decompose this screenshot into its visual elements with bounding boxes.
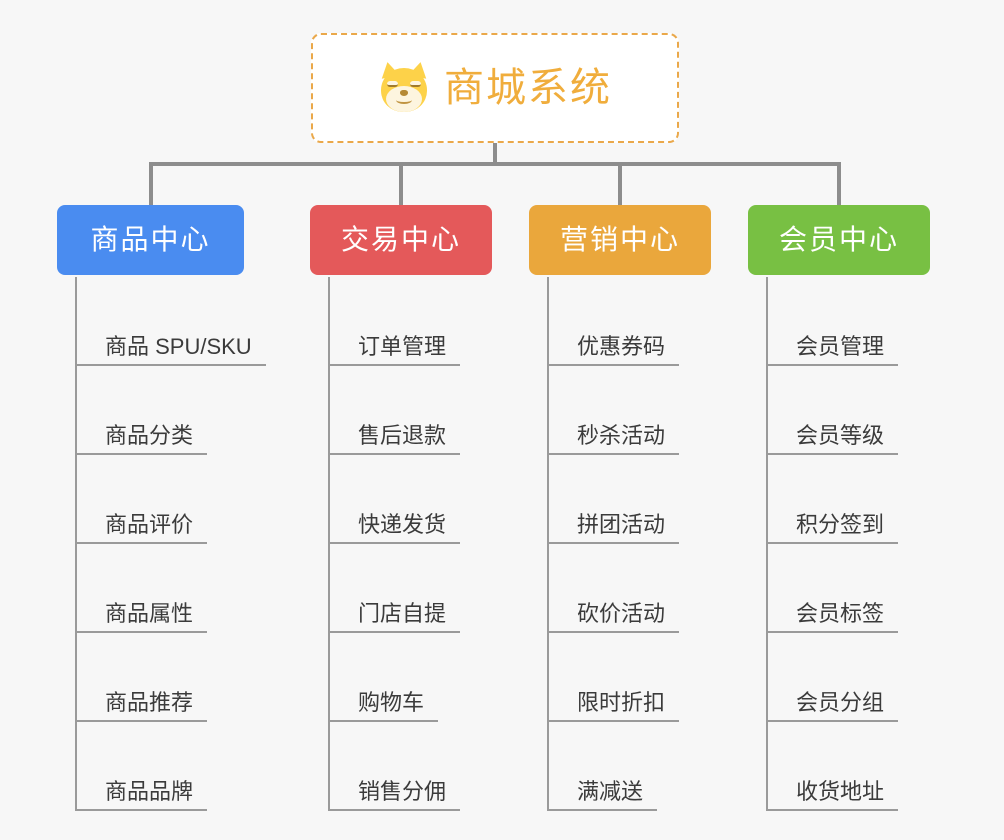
leaf-item[interactable]: 商品分类 bbox=[75, 366, 213, 455]
category-box-member-center[interactable]: 会员中心 bbox=[748, 205, 930, 275]
leaf-spine-marketing-center bbox=[547, 277, 549, 811]
leaf-item[interactable]: 门店自提 bbox=[328, 544, 466, 633]
category-box-trade-center[interactable]: 交易中心 bbox=[310, 205, 492, 275]
leaf-item-label: 商品品牌 bbox=[105, 779, 194, 804]
leaf-item-underline bbox=[766, 631, 898, 633]
leaf-item[interactable]: 限时折扣 bbox=[547, 633, 685, 722]
leaf-spine-product-center bbox=[75, 277, 77, 811]
leaf-item-label: 收货地址 bbox=[796, 779, 885, 804]
leaf-item[interactable]: 商品 SPU/SKU bbox=[75, 277, 272, 366]
leaf-spine-trade-center bbox=[328, 277, 330, 811]
leaf-item-underline bbox=[547, 364, 679, 366]
leaf-item-label: 秒杀活动 bbox=[577, 423, 666, 448]
leaf-spine-member-center bbox=[766, 277, 768, 811]
leaf-item-label: 拼团活动 bbox=[577, 512, 666, 537]
leaf-item-underline bbox=[328, 720, 438, 722]
leaf-item-underline bbox=[547, 453, 679, 455]
connector-branch-marketing-center bbox=[618, 162, 622, 205]
category-box-marketing-center[interactable]: 营销中心 bbox=[529, 205, 711, 275]
leaf-item-label: 快递发货 bbox=[358, 512, 447, 537]
leaf-item-label: 会员分组 bbox=[796, 690, 885, 715]
leaf-item-underline bbox=[766, 720, 898, 722]
leaf-item-underline bbox=[328, 542, 460, 544]
leaf-item[interactable]: 售后退款 bbox=[328, 366, 466, 455]
leaf-item-underline bbox=[75, 631, 207, 633]
root-node-mall-system[interactable]: 商城系统 bbox=[311, 33, 679, 143]
leaf-item-underline bbox=[328, 364, 460, 366]
leaf-item-underline bbox=[766, 364, 898, 366]
leaf-item-label: 商品属性 bbox=[105, 601, 194, 626]
connector-horizontal-bus bbox=[148, 162, 841, 166]
leaf-item-label: 会员管理 bbox=[796, 334, 885, 359]
leaf-item[interactable]: 订单管理 bbox=[328, 277, 466, 366]
leaf-item-underline bbox=[75, 542, 207, 544]
leaf-item[interactable]: 商品属性 bbox=[75, 544, 213, 633]
leaf-item-label: 满减送 bbox=[577, 779, 644, 804]
leaf-item-underline bbox=[75, 453, 207, 455]
leaf-item-label: 会员等级 bbox=[796, 423, 885, 448]
leaf-item[interactable]: 会员管理 bbox=[766, 277, 904, 366]
leaf-item-underline bbox=[75, 364, 266, 366]
leaf-item-label: 售后退款 bbox=[358, 423, 447, 448]
connector-branch-member-center bbox=[837, 162, 841, 205]
category-label-product-center: 商品中心 bbox=[90, 224, 211, 255]
leaf-item-underline bbox=[75, 809, 207, 811]
leaf-item-underline bbox=[547, 809, 657, 811]
connector-branch-product-center bbox=[148, 162, 153, 205]
leaf-item-label: 门店自提 bbox=[358, 601, 447, 626]
leaf-item[interactable]: 会员等级 bbox=[766, 366, 904, 455]
leaf-item[interactable]: 砍价活动 bbox=[547, 544, 685, 633]
leaf-item[interactable]: 商品推荐 bbox=[75, 633, 213, 722]
leaf-item-label: 商品评价 bbox=[105, 512, 194, 537]
leaf-item-label: 积分签到 bbox=[796, 512, 885, 537]
connector-branch-trade-center bbox=[399, 162, 403, 205]
category-label-trade-center: 交易中心 bbox=[340, 224, 461, 255]
leaf-item-label: 销售分佣 bbox=[358, 779, 447, 804]
leaf-item[interactable]: 会员分组 bbox=[766, 633, 904, 722]
leaf-item[interactable]: 购物车 bbox=[328, 633, 444, 722]
leaf-item[interactable]: 商品评价 bbox=[75, 455, 213, 544]
leaf-item-underline bbox=[766, 542, 898, 544]
leaf-item-label: 购物车 bbox=[358, 690, 425, 715]
leaf-item[interactable]: 秒杀活动 bbox=[547, 366, 685, 455]
leaf-item-underline bbox=[75, 720, 207, 722]
leaf-item[interactable]: 商品品牌 bbox=[75, 722, 213, 811]
leaf-item-label: 砍价活动 bbox=[577, 601, 666, 626]
category-label-marketing-center: 营销中心 bbox=[559, 224, 680, 255]
shiba-dog-face-icon bbox=[378, 60, 430, 114]
connector-root-stem bbox=[493, 143, 497, 166]
leaf-item[interactable]: 快递发货 bbox=[328, 455, 466, 544]
leaf-item[interactable]: 积分签到 bbox=[766, 455, 904, 544]
leaf-item-underline bbox=[547, 542, 679, 544]
leaf-item-label: 限时折扣 bbox=[577, 690, 666, 715]
leaf-item[interactable]: 拼团活动 bbox=[547, 455, 685, 544]
leaf-item-label: 会员标签 bbox=[796, 601, 885, 626]
leaf-item[interactable]: 优惠券码 bbox=[547, 277, 685, 366]
category-label-member-center: 会员中心 bbox=[778, 224, 899, 255]
category-box-product-center[interactable]: 商品中心 bbox=[57, 205, 244, 275]
root-node-title: 商城系统 bbox=[444, 66, 612, 110]
leaf-item-label: 订单管理 bbox=[358, 334, 447, 359]
leaf-item-underline bbox=[766, 809, 898, 811]
leaf-item-label: 优惠券码 bbox=[577, 334, 666, 359]
leaf-item-underline bbox=[328, 453, 460, 455]
leaf-item[interactable]: 满减送 bbox=[547, 722, 663, 811]
leaf-item-underline bbox=[328, 631, 460, 633]
leaf-item-label: 商品推荐 bbox=[105, 690, 194, 715]
leaf-item[interactable]: 收货地址 bbox=[766, 722, 904, 811]
leaf-item-label: 商品分类 bbox=[105, 423, 194, 448]
leaf-item[interactable]: 销售分佣 bbox=[328, 722, 466, 811]
leaf-item-underline bbox=[547, 631, 679, 633]
leaf-item-underline bbox=[328, 809, 460, 811]
leaf-item-label: 商品 SPU/SKU bbox=[105, 334, 252, 359]
leaf-item-underline bbox=[547, 720, 679, 722]
leaf-item-underline bbox=[766, 453, 898, 455]
leaf-item[interactable]: 会员标签 bbox=[766, 544, 904, 633]
